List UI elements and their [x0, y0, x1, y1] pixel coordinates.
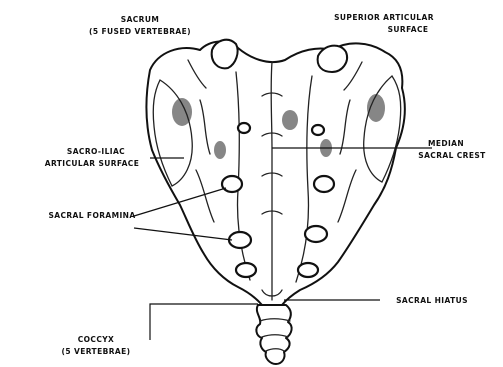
label-superior-articular: SUPERIOR ARTICULAR — [334, 13, 434, 22]
foramen-upper-left — [238, 123, 250, 133]
label-sacrum: SACRUM — [121, 15, 159, 24]
foramen-left-2 — [229, 232, 251, 248]
left-superior-process — [212, 40, 238, 69]
label-median-sub: SACRAL CREST — [418, 151, 486, 160]
label-coccyx-sub: (5 VERTEBRAE) — [62, 347, 131, 356]
label-median: MEDIAN — [428, 139, 464, 148]
label-superior-articular-sub: SURFACE — [388, 25, 429, 34]
label-coccyx: COCCYX — [78, 335, 115, 344]
shade-center — [282, 110, 298, 130]
label-sacroiliac: SACRO-ILIAC — [67, 147, 125, 156]
foramen-right-3 — [298, 263, 318, 277]
foramen-right-2 — [305, 226, 327, 242]
label-sacral-foramina: SACRAL FORAMINA — [48, 211, 135, 220]
foramen-right-1 — [314, 176, 334, 192]
shade-left-mid — [214, 141, 226, 159]
shade-left-upper — [172, 98, 192, 126]
foramen-left-1 — [222, 176, 242, 192]
right-superior-process — [318, 46, 347, 72]
label-sacrum-sub: (5 FUSED VERTEBRAE) — [89, 27, 191, 36]
foramen-upper-right — [312, 125, 324, 135]
sacrum-illustration — [146, 40, 405, 364]
leader-coccyx — [150, 304, 258, 340]
foramen-left-3 — [236, 263, 256, 277]
label-sacral-hiatus: SACRAL HIATUS — [396, 296, 468, 305]
label-sacroiliac-sub: ARTICULAR SURFACE — [45, 159, 139, 168]
shade-right-upper — [367, 94, 385, 122]
